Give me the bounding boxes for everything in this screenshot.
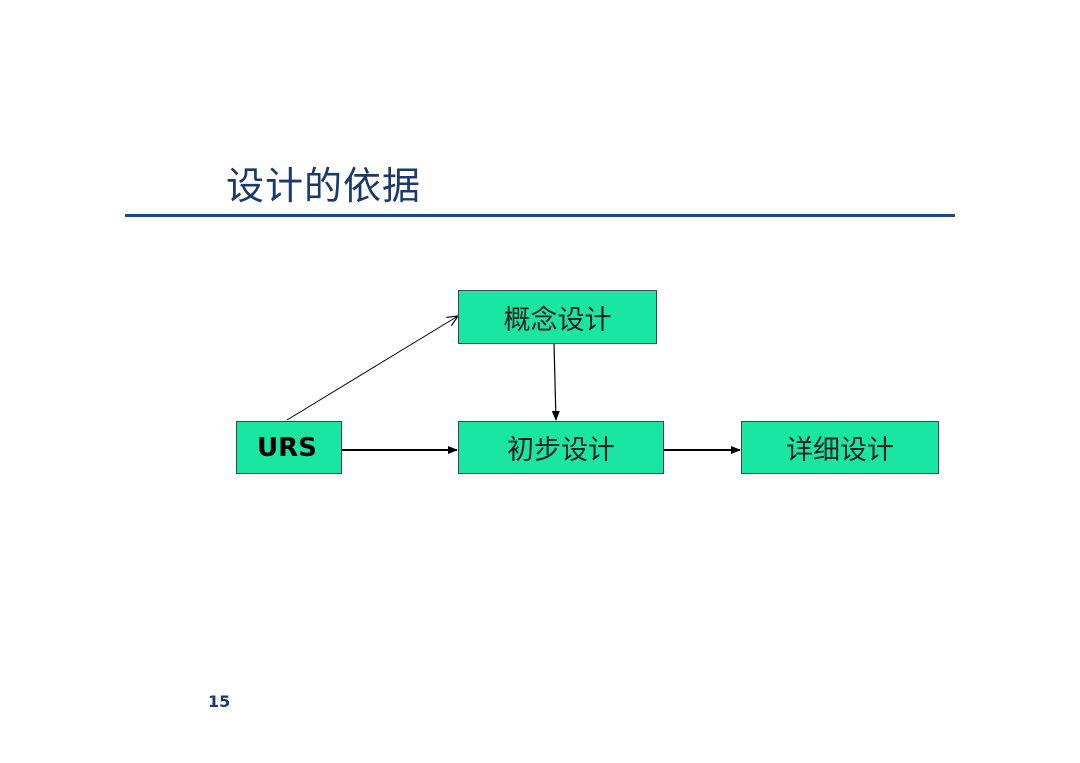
node-urs-label: URS bbox=[257, 432, 317, 463]
edge-concept-to-preliminary bbox=[551, 343, 560, 421]
node-urs: URS bbox=[236, 421, 342, 474]
page-number: 15 bbox=[208, 692, 231, 711]
edge-urs-to-concept bbox=[286, 316, 458, 421]
slide-title: 设计的依据 bbox=[226, 164, 422, 208]
node-preliminary-design: 初步设计 bbox=[458, 421, 664, 474]
node-concept-design-label: 概念设计 bbox=[503, 304, 612, 336]
node-detailed-design: 详细设计 bbox=[741, 421, 939, 474]
node-detailed-design-label: 详细设计 bbox=[786, 435, 894, 466]
node-preliminary-design-label: 初步设计 bbox=[507, 435, 615, 466]
title-divider bbox=[125, 214, 955, 217]
node-concept-design: 概念设计 bbox=[458, 290, 657, 344]
